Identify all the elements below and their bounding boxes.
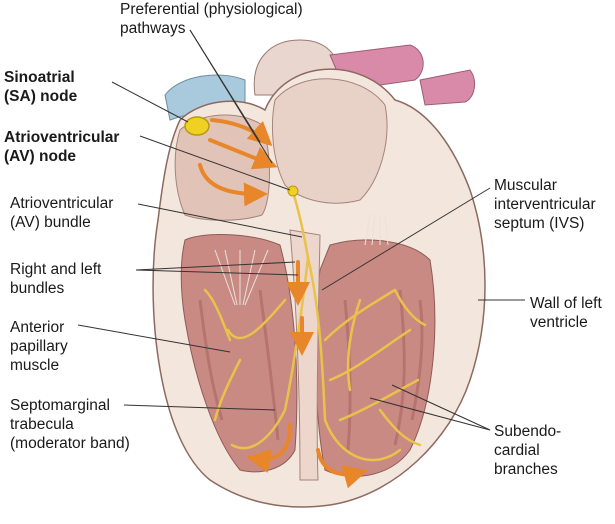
label-line: (AV) node [4, 148, 77, 165]
label-av-bundle: Atrioventricular (AV) bundle [10, 194, 113, 232]
label-line: Subendo- [494, 423, 562, 440]
label-line: Anterior [10, 319, 65, 336]
label-line: muscle [10, 357, 60, 374]
label-av-node: Atrioventricular (AV) node [4, 128, 119, 166]
label-anterior-papillary-muscle: Anterior papillary muscle [10, 318, 68, 375]
label-line: (AV) bundle [10, 214, 91, 231]
label-wall-left-ventricle: Wall of left ventricle [530, 294, 602, 332]
rv-apex-arrow [246, 423, 292, 473]
label-sa-node: Sinoatrial (SA) node [4, 68, 77, 106]
label-line: Wall of left [530, 295, 602, 312]
label-subendocardial-branches: Subendo- cardial branches [494, 422, 561, 479]
label-line: Preferential (physiological) [120, 1, 303, 18]
sa-node [184, 116, 210, 136]
label-muscular-ivs: Muscular interventricular septum (IVS) [494, 176, 596, 233]
label-line: branches [494, 461, 558, 478]
right-ventricle-chamber [180, 234, 298, 473]
label-line: bundles [10, 280, 65, 297]
pathway-arrow-1 [210, 118, 273, 147]
av-node [287, 185, 299, 197]
label-line: ventricle [530, 314, 588, 331]
leader-lines [77, 29, 525, 431]
label-line: papillary [10, 338, 68, 355]
label-line: septum (IVS) [494, 215, 585, 232]
label-right-left-bundles: Right and left bundles [10, 260, 101, 298]
label-septomarginal-trabecula: Septomarginal trabecula (moderator band) [10, 396, 130, 453]
pathway-arrow-2 [208, 138, 278, 170]
label-line: Sinoatrial [4, 69, 75, 86]
impulse-arrows [198, 118, 368, 489]
label-preferential-pathways: Preferential (physiological) pathways [120, 0, 303, 38]
label-line: Septomarginal [10, 397, 110, 414]
av-bundle-path [291, 190, 310, 260]
label-line: cardial [494, 442, 540, 459]
pathway-arrow-3 [198, 163, 268, 207]
label-line: (moderator band) [10, 435, 130, 452]
label-line: Right and left [10, 261, 102, 278]
lv-apex-arrow [316, 448, 368, 489]
label-line: Muscular [494, 177, 557, 194]
pulmonary-artery-left [419, 69, 476, 106]
label-line: Atrioventricular [10, 195, 114, 212]
left-atrium-chamber [271, 78, 388, 204]
label-line: pathways [120, 20, 186, 37]
left-bundle-path [306, 256, 402, 462]
chordae-tendineae [214, 214, 389, 306]
label-line: Atrioventricular [4, 129, 120, 146]
label-line: interventricular [494, 196, 596, 213]
label-line: trabecula [10, 416, 74, 433]
conduction-system [203, 190, 427, 462]
label-line: (SA) node [4, 88, 78, 105]
